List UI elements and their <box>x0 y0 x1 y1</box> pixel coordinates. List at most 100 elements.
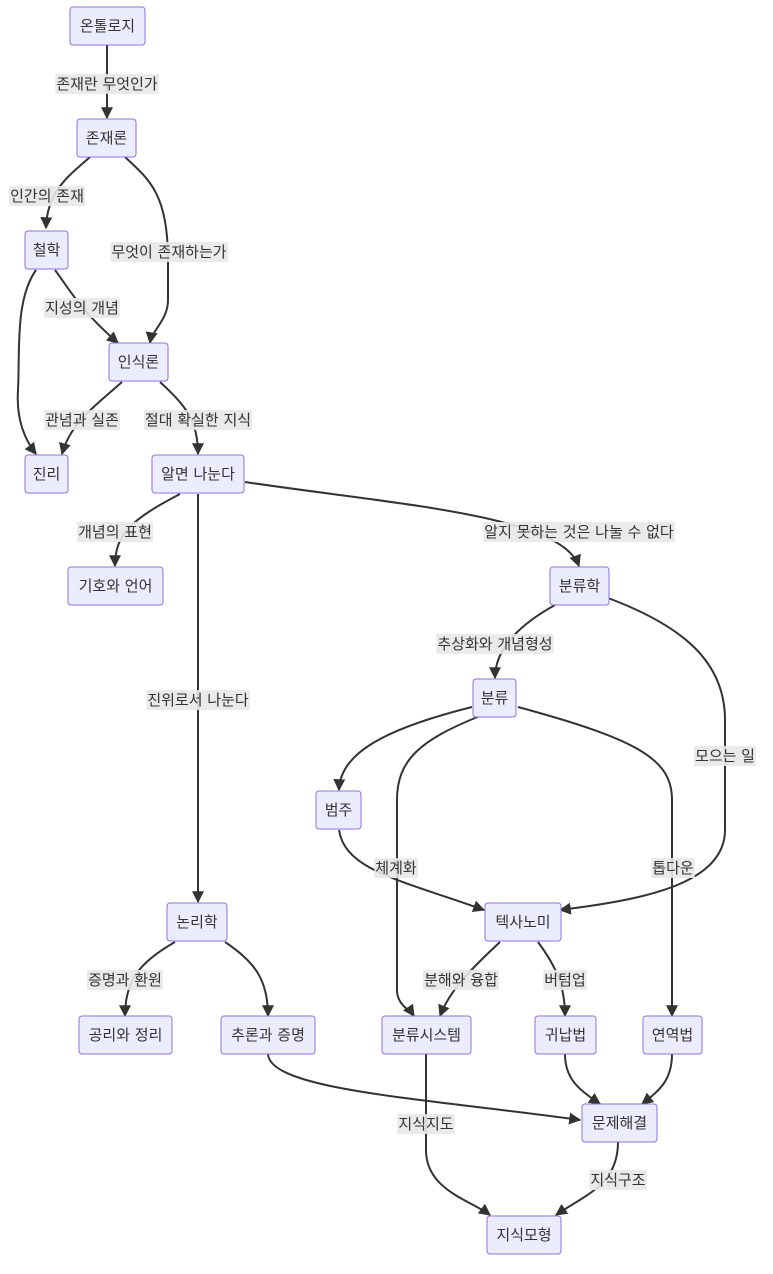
node-label: 텍사노미 <box>495 913 550 931</box>
edge-label-expression-of-concept: 개념의 표현 <box>77 522 153 542</box>
node-label: 기호와 언어 <box>79 577 153 595</box>
node-box <box>24 230 69 270</box>
edge-label-background <box>44 410 121 430</box>
node-truth: 진리 <box>24 454 69 494</box>
node-label: 범주 <box>325 801 353 819</box>
edge-label-text: 절대 확실한 지식 <box>145 411 251 429</box>
edge-label-divide-by-truth: 진위로서 나눈다 <box>146 690 250 710</box>
node-box <box>166 902 228 942</box>
edge-label-text: 증명과 환원 <box>88 971 162 989</box>
node-label: 분류시스템 <box>392 1026 461 1044</box>
edge-label-text: 알지 못하는 것은 나눌 수 없다 <box>484 523 674 541</box>
node-box <box>381 1015 472 1055</box>
edge-classification-category <box>333 706 473 792</box>
edge-classification-system <box>396 715 481 1017</box>
node-ontology: 온톨로지 <box>69 6 146 46</box>
edge-label-text: 무엇이 존재하는가 <box>111 243 226 261</box>
edge-label-background <box>694 746 756 766</box>
node-reasoning-proof: 추론과 증명 <box>220 1015 316 1055</box>
node-taxonomy: 텍사노미 <box>484 902 562 942</box>
edge-label-text: 존재란 무엇인가 <box>56 75 158 93</box>
edge-label-background <box>543 970 587 990</box>
node-box <box>581 1103 658 1143</box>
edge-reasoning-problem <box>267 1053 582 1125</box>
edge-label-systematization: 체계화 <box>374 858 418 878</box>
edge-label-text: 진위로서 나눈다 <box>147 691 249 709</box>
edge-label-knowledge-structure: 지식구조 <box>589 1170 647 1190</box>
edge-label-top-down: 톱다운 <box>651 858 695 878</box>
edge-label-text: 개념의 표현 <box>78 523 152 541</box>
node-category: 범주 <box>315 790 362 830</box>
node-philosophy: 철학 <box>24 230 69 270</box>
node-knowledge-model: 지식모형 <box>486 1215 562 1255</box>
edge-knowing-taxonomy-study <box>244 481 581 568</box>
node-label: 공리와 정리 <box>89 1026 163 1044</box>
edge-system-model <box>425 1054 491 1216</box>
edge-label-proof-and-reduction: 증명과 환원 <box>87 970 163 990</box>
node-box <box>76 118 137 158</box>
edge-label-knowledge-map: 지식지도 <box>397 1114 455 1134</box>
edge-induction-problem <box>564 1053 601 1105</box>
edge-label-text: 분해와 융합 <box>424 971 498 989</box>
node-box <box>24 454 69 494</box>
node-box <box>549 566 610 606</box>
edge-label-background <box>110 242 228 262</box>
node-box <box>486 1215 562 1255</box>
edge-label-text: 인간의 존재 <box>10 187 84 205</box>
node-axioms-theorems: 공리와 정리 <box>78 1015 173 1055</box>
node-box <box>220 1015 316 1055</box>
node-label: 지식모형 <box>496 1226 551 1244</box>
node-box <box>108 342 169 382</box>
node-label: 분류학 <box>559 577 601 595</box>
node-box <box>642 1015 703 1055</box>
node-label: 논리학 <box>176 913 218 931</box>
edge-taxstudy-taxonomy <box>558 597 726 915</box>
node-label: 귀납법 <box>545 1026 586 1044</box>
node-symbols-language: 기호와 언어 <box>67 566 164 606</box>
node-classification: 분류 <box>472 678 517 718</box>
edge-label-background <box>143 410 253 430</box>
node-knowing-is-dividing: 알면 나눈다 <box>151 454 245 494</box>
node-label: 알면 나눈다 <box>161 465 235 483</box>
edge-label-background <box>146 690 250 710</box>
edge-label-text: 버텀업 <box>544 971 585 989</box>
edge-label-background <box>589 1170 647 1190</box>
node-label: 문제해결 <box>592 1114 647 1132</box>
node-existence-theory: 존재론 <box>76 118 137 158</box>
edge-label-text: 체계화 <box>375 859 417 877</box>
node-label: 추론과 증명 <box>231 1026 305 1044</box>
node-box <box>315 790 362 830</box>
edge-label-background <box>423 970 500 990</box>
edge-label-background <box>436 634 554 654</box>
edge-label-background <box>374 858 418 878</box>
edge-philosophy-truth <box>16 269 37 455</box>
edge-label-text: 지성의 개념 <box>45 299 119 317</box>
node-logic: 논리학 <box>166 902 228 942</box>
edge-label-what-exists: 무엇이 존재하는가 <box>110 242 228 262</box>
edge-existence-philosophy <box>40 156 91 230</box>
edge-label-decomposition-fusion: 분해와 융합 <box>423 970 500 990</box>
edge-label-collecting: 모으는 일 <box>694 746 756 766</box>
edge-label-background <box>77 522 153 542</box>
node-box <box>78 1015 173 1055</box>
node-classification-system: 분류시스템 <box>381 1015 472 1055</box>
edge-logic-reasoning <box>224 941 274 1018</box>
node-induction: 귀납법 <box>534 1015 597 1055</box>
edge-deduction-problem <box>641 1053 673 1105</box>
edge-label-abstraction-concept-formation: 추상화와 개념형성 <box>436 634 554 654</box>
edge-label-background <box>397 1114 455 1134</box>
node-label: 연역법 <box>652 1026 693 1044</box>
edge-label-background <box>483 522 675 542</box>
node-label: 존재론 <box>86 129 128 147</box>
edge-label-text: 톱다운 <box>652 859 694 877</box>
edge-classification-deduction <box>517 706 678 1018</box>
node-problem-solving: 문제해결 <box>581 1103 658 1143</box>
edge-label-background <box>44 298 120 318</box>
edge-label-text: 지식지도 <box>398 1115 453 1133</box>
edge-label-text: 추상화와 개념형성 <box>437 635 552 653</box>
edge-label-text: 지식구조 <box>590 1171 645 1189</box>
node-box <box>472 678 517 718</box>
edge-label-absolutely-certain-knowledge: 절대 확실한 지식 <box>143 410 253 430</box>
edge-label-background <box>87 970 163 990</box>
